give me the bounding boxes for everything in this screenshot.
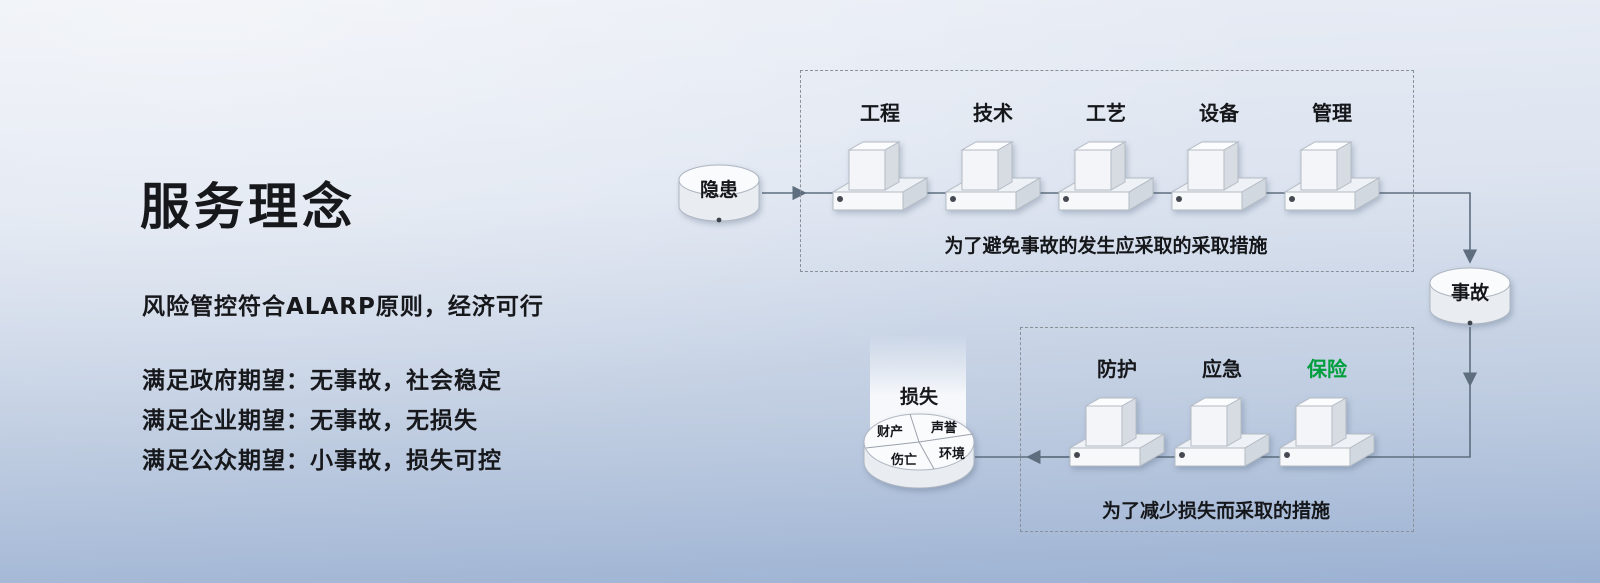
pedestal-icon xyxy=(825,130,935,222)
expectations-list: 满足政府期望：无事故，社会稳定 满足企业期望：无事故，无损失 满足公众期望：小事… xyxy=(142,361,544,481)
barrier-equipment: 设备 xyxy=(1164,100,1274,222)
loss-pie-node: 财产 声誉 伤亡 环境 xyxy=(860,404,978,496)
prevention-measures-box xyxy=(800,70,1414,272)
barrier-insurance: 保险 xyxy=(1272,356,1382,478)
barrier-management: 管理 xyxy=(1277,100,1387,222)
expectation-public: 满足公众期望：小事故，损失可控 xyxy=(142,448,502,474)
pedestal-icon xyxy=(1164,130,1274,222)
page-title: 服务理念 xyxy=(140,178,356,236)
barrier-protection-label: 防护 xyxy=(1097,357,1137,381)
barrier-management-label: 管理 xyxy=(1312,101,1352,125)
expectation-enterprise: 满足企业期望：无事故，无损失 xyxy=(142,408,478,434)
barrier-technology: 技术 xyxy=(938,100,1048,222)
left-panel: 服务理念 风险管控符合ALARP原则，经济可行 满足政府期望：无事故，社会稳定 … xyxy=(140,180,544,481)
loss-segment-reputation: 声誉 xyxy=(930,420,958,436)
barrier-technology-label: 技术 xyxy=(973,101,1013,125)
pedestal-icon xyxy=(1277,130,1387,222)
barrier-emergency: 应急 xyxy=(1167,356,1277,478)
loss-label: 损失 xyxy=(899,386,938,408)
barrier-insurance-label: 保险 xyxy=(1307,357,1347,381)
prevention-caption: 为了避免事故的发生应采取的采取措施 xyxy=(944,235,1268,257)
hazard-label: 隐患 xyxy=(699,179,738,201)
pedestal-icon xyxy=(938,130,1048,222)
loss-segment-environment: 环境 xyxy=(939,446,965,462)
loss-segment-casualty: 伤亡 xyxy=(890,452,917,468)
mitigation-caption: 为了减少损失而采取的措施 xyxy=(1101,500,1330,522)
barrier-equipment-label: 设备 xyxy=(1199,101,1239,125)
pedestal-icon xyxy=(1167,386,1277,478)
barrier-engineering-label: 工程 xyxy=(860,101,900,125)
hazard-node: 隐患 xyxy=(677,163,761,225)
pedestal-icon xyxy=(1051,130,1161,222)
pedestal-icon xyxy=(1062,386,1172,478)
accident-node: 事故 xyxy=(1428,266,1512,328)
barrier-emergency-label: 应急 xyxy=(1202,357,1242,381)
expectation-government: 满足政府期望：无事故，社会稳定 xyxy=(142,368,502,394)
barrier-process: 工艺 xyxy=(1051,100,1161,222)
loss-segment-property: 财产 xyxy=(877,424,903,440)
pedestal-icon xyxy=(1272,386,1382,478)
barrier-process-label: 工艺 xyxy=(1086,101,1126,125)
loss-pie-icon: 财产 声誉 伤亡 环境 xyxy=(863,413,975,489)
barrier-engineering: 工程 xyxy=(825,100,935,222)
subtitle: 风险管控符合ALARP原则，经济可行 xyxy=(142,294,544,320)
barrier-protection: 防护 xyxy=(1062,356,1172,478)
accident-label: 事故 xyxy=(1450,282,1489,304)
